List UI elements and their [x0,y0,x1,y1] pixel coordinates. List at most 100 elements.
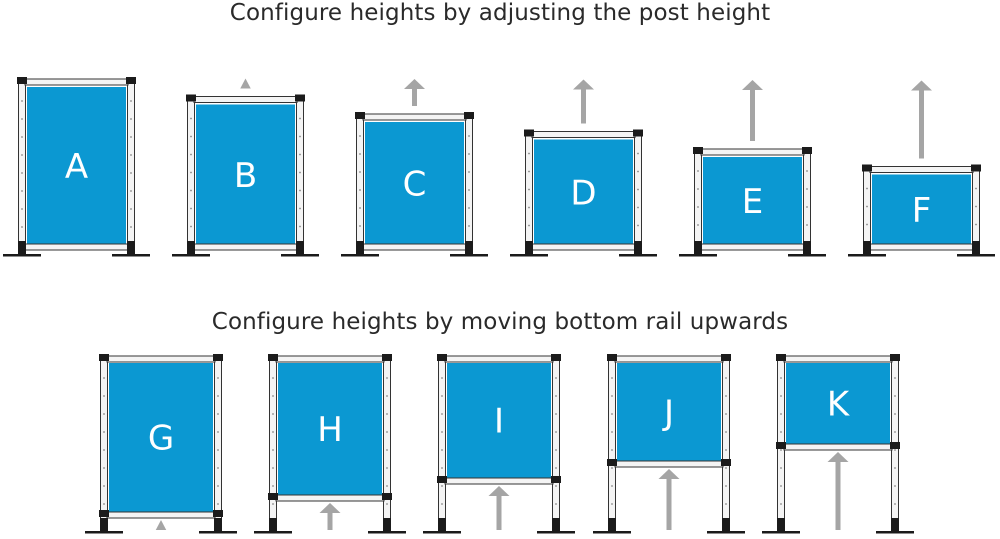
post-hole [866,205,868,208]
post-hole [697,170,699,172]
post-hole [866,223,868,226]
post [803,148,811,256]
post-cap [890,354,900,361]
rail [614,460,724,468]
post-hole [299,189,301,192]
unit-c: C [341,79,488,257]
post-hole [386,377,388,379]
post-foot [972,241,980,255]
arrow-shaft [666,476,672,530]
post-hole [103,467,105,469]
post-hole [103,449,105,451]
post-hole [217,377,219,379]
post-hole [555,377,557,379]
post-cap [551,476,561,483]
post-hole [555,413,557,415]
post-hole [217,503,219,505]
rail [531,243,636,251]
post-hole [468,225,470,227]
post-hole [103,395,105,397]
post-cap [776,442,786,449]
post-foot [296,241,304,255]
arrow-head [827,452,849,462]
rail [700,148,805,156]
post-hole [386,449,388,451]
foot-base [788,254,826,257]
rail [106,355,216,363]
post-cap [295,94,305,102]
post-hole [272,485,274,487]
post-hole [21,136,23,138]
post-hole [894,413,896,415]
post-hole [217,431,219,433]
post-hole [21,172,23,174]
post-hole [272,431,274,433]
post [383,355,391,533]
foot-base [450,254,488,257]
foot-base [199,531,237,534]
post-cap [126,77,136,84]
post-foot [803,241,811,255]
post-hole [21,208,23,210]
post-hole [441,395,443,397]
foot-base [281,254,319,257]
arrow-head [658,469,680,479]
unit-j: J [593,354,745,534]
rail [106,511,216,519]
post-hole [272,377,274,379]
rail [444,477,554,485]
post-hole [894,503,896,505]
rail [193,243,298,251]
post-hole [894,377,896,379]
post-foot [525,241,533,255]
foot-base [423,531,461,534]
panel [196,104,295,245]
post-cap [17,77,27,84]
post-hole [272,503,274,505]
post-hole [725,503,727,505]
post-hole [299,207,301,210]
post-hole [441,377,443,379]
post-hole [806,170,808,172]
unit-h: H [254,354,406,534]
panel-letter-b: B [234,156,257,196]
post-hole [103,431,105,433]
post-hole [103,503,105,505]
rail [869,243,974,251]
foot-base [85,531,123,534]
post-hole [725,413,727,415]
post-hole [725,467,727,469]
foot-base [762,531,800,534]
post-hole [468,153,470,155]
post-hole [190,117,192,120]
panel-letter-g: G [148,419,174,459]
rail [362,113,467,121]
panel [617,363,721,461]
post-hole [130,190,132,192]
post-hole [190,135,192,138]
post-hole [975,187,977,190]
post-hole [299,135,301,138]
post-hole [190,207,192,210]
post-hole [386,413,388,415]
foot-base [368,531,406,534]
arrow-head [240,78,251,89]
foot-base [112,254,150,257]
post-cap [437,354,447,361]
post-foot [100,518,108,532]
post-hole [780,485,782,487]
panel-letter-d: D [570,173,596,213]
post-hole [468,189,470,191]
foot-base [510,254,548,257]
post [18,78,26,256]
rail [24,78,129,86]
post-hole [359,189,361,191]
post-hole [21,226,23,228]
post-cap [213,354,223,361]
post-foot [465,241,473,255]
post-hole [21,154,23,156]
post-hole [555,449,557,451]
post-hole [21,100,23,102]
post-hole [555,485,557,487]
